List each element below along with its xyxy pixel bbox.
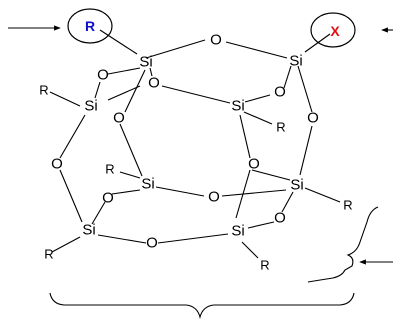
r-group: R xyxy=(276,120,285,135)
r-group: R xyxy=(44,247,53,262)
si-atom: Si xyxy=(231,98,244,115)
r-group: R xyxy=(39,83,48,98)
si-atom: Si xyxy=(231,223,244,240)
o-atom: O xyxy=(97,67,109,84)
o-atom: O xyxy=(274,84,286,101)
o-atom: O xyxy=(102,190,114,207)
bond-lines xyxy=(49,29,341,259)
o-atom: O xyxy=(148,75,160,92)
o-atom: O xyxy=(248,156,260,173)
bracket-bottom xyxy=(49,292,355,320)
o-atom: O xyxy=(146,235,158,252)
highlight-ring-x xyxy=(310,12,356,48)
si-atom: Si xyxy=(289,53,302,70)
o-atom: O xyxy=(113,110,125,127)
r-group: R xyxy=(105,162,114,177)
o-atom: O xyxy=(210,32,222,49)
highlight-group-x: X xyxy=(330,23,340,39)
silicon-atoms: Si Si Si Si Si Si Si Si xyxy=(82,53,303,240)
o-atom: O xyxy=(208,189,220,206)
r-group: R xyxy=(343,198,352,213)
bracket-right xyxy=(307,206,379,283)
highlight-group-r: R xyxy=(85,18,95,34)
r-groups: R R R R R R xyxy=(39,83,352,273)
r-group: R xyxy=(260,258,269,273)
si-atom: Si xyxy=(84,98,97,115)
o-atom: O xyxy=(274,210,286,227)
highlight-ring-r xyxy=(67,8,113,44)
si-atom: Si xyxy=(141,176,154,193)
oxygen-atoms: O O O O O O O O O O O O xyxy=(51,32,319,252)
si-atom: Si xyxy=(82,222,95,239)
si-atom: Si xyxy=(139,54,152,71)
o-atom: O xyxy=(307,110,319,127)
si-atom: Si xyxy=(290,177,303,194)
o-atom: O xyxy=(51,156,63,173)
